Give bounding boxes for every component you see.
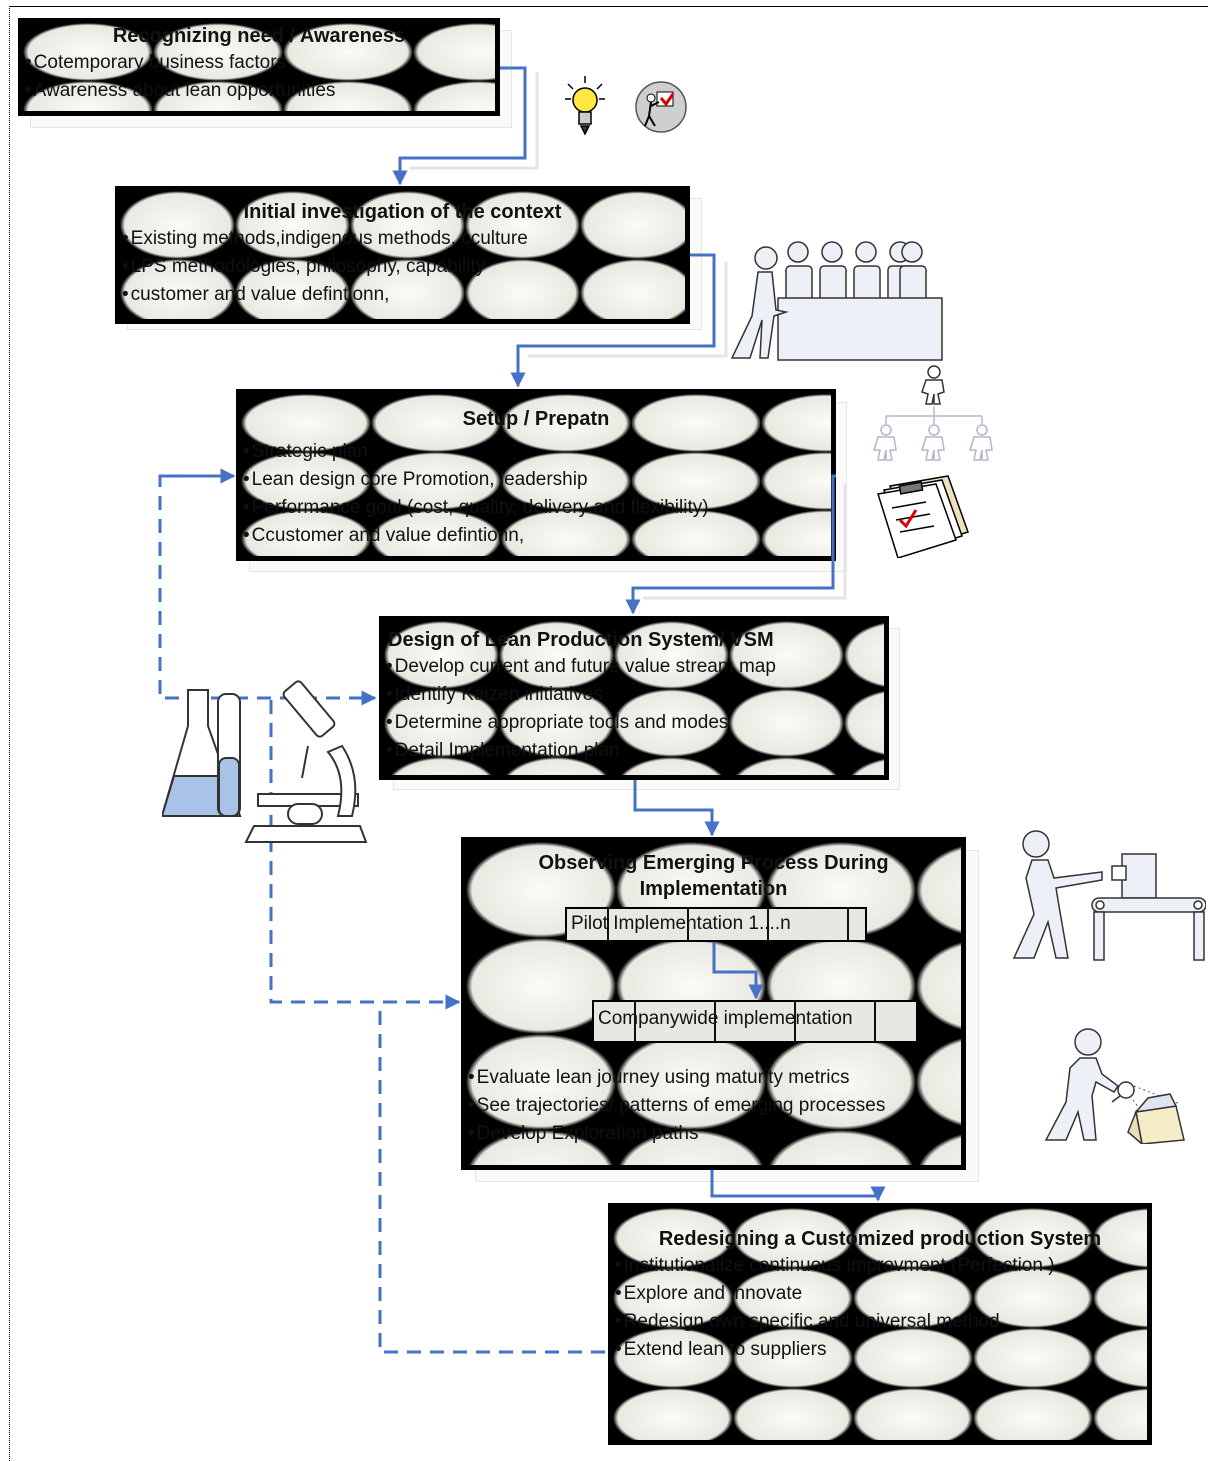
stage-items: Cotemporary business factors Awareness a… bbox=[23, 49, 495, 105]
stage-title: Design of Lean Production System/ VSM bbox=[384, 627, 884, 653]
stage-title: Setup / Prepatn bbox=[241, 406, 831, 432]
list-item: Develop Exploration paths bbox=[468, 1120, 885, 1148]
stage-title: Initial investigation of the context bbox=[120, 199, 685, 225]
list-item: Identify Kaizen initiatives bbox=[386, 681, 884, 709]
stage-awareness: Recognizing need / Awareness Cotemporary… bbox=[18, 18, 500, 116]
list-item: Extend lean to suppliers bbox=[615, 1336, 1147, 1364]
list-item: LPS methodologies, philosophy, capabilit… bbox=[122, 253, 685, 281]
list-item: customer and value defintionn, bbox=[122, 281, 685, 309]
list-item: Existing methods,indigenous methods, ccu… bbox=[122, 225, 685, 253]
arrow-observing-to-redesign bbox=[712, 1170, 878, 1200]
inspector-magnifier-icon bbox=[1030, 1028, 1190, 1144]
stage-items: Evaluate lean journey using maturity met… bbox=[466, 1064, 885, 1148]
arrow-design-to-observing bbox=[635, 780, 712, 835]
list-item: Lean design core Promotion, leadership bbox=[243, 466, 831, 494]
list-item: Strategic plan bbox=[243, 438, 831, 466]
list-item: Cotemporary business factors bbox=[25, 49, 495, 77]
pilot-implementation-box: Pilot Implementation 1....n bbox=[565, 907, 867, 942]
worker-conveyor-icon bbox=[1012, 830, 1206, 962]
arrow-pilot-to-companywide bbox=[714, 942, 756, 998]
stage-items: Develop current and future value stream … bbox=[384, 653, 884, 765]
stage-title: Redesigning a Customized production Syst… bbox=[613, 1226, 1147, 1252]
list-item: Detail Implementation plan bbox=[386, 737, 884, 765]
list-item: Institutionalize continuous improvment (… bbox=[615, 1252, 1147, 1280]
list-item: Awareness about lean opportunities bbox=[25, 77, 495, 105]
list-item: Performance goal (cost, quality, deliver… bbox=[243, 494, 831, 522]
stage-setup: Setup / Prepatn Strategic plan Lean desi… bbox=[236, 389, 836, 561]
org-chart-icon bbox=[862, 364, 1002, 464]
list-item: Redesign own specific and universal meth… bbox=[615, 1308, 1147, 1336]
stage-items: Existing methods,indigenous methods, ccu… bbox=[120, 225, 685, 309]
lab-flask-microscope-icon bbox=[162, 666, 372, 860]
arrow-dashed-redesign-loop bbox=[380, 1002, 605, 1352]
certificate-globe-icon bbox=[633, 80, 689, 134]
stage-items: Strategic plan Lean design core Promotio… bbox=[241, 438, 831, 550]
companywide-implementation-box: Companywide implementation bbox=[592, 1000, 918, 1043]
team-meeting-icon bbox=[728, 240, 946, 364]
stage-title: Recognizing need / Awareness bbox=[23, 23, 495, 49]
stage-design: Design of Lean Production System/ VSM De… bbox=[379, 616, 889, 780]
stage-items: Institutionalize continuous improvment (… bbox=[613, 1252, 1147, 1364]
clipboard-checklist-icon bbox=[870, 472, 978, 558]
list-item: Explore and innovate bbox=[615, 1280, 1147, 1308]
list-item: Develop current and future value stream … bbox=[386, 653, 884, 681]
list-item: Evaluate lean journey using maturity met… bbox=[468, 1064, 885, 1092]
stage-title: Observing Emerging Process During Implem… bbox=[466, 850, 961, 902]
stage-investigation: Initial investigation of the context Exi… bbox=[115, 186, 690, 324]
list-item: See trajectories/ patterns of emerging p… bbox=[468, 1092, 885, 1120]
list-item: Determine appropriate tools and modes bbox=[386, 709, 884, 737]
list-item: Ccustomer and value defintionn, bbox=[243, 522, 831, 550]
light-bulb-icon bbox=[565, 74, 605, 138]
